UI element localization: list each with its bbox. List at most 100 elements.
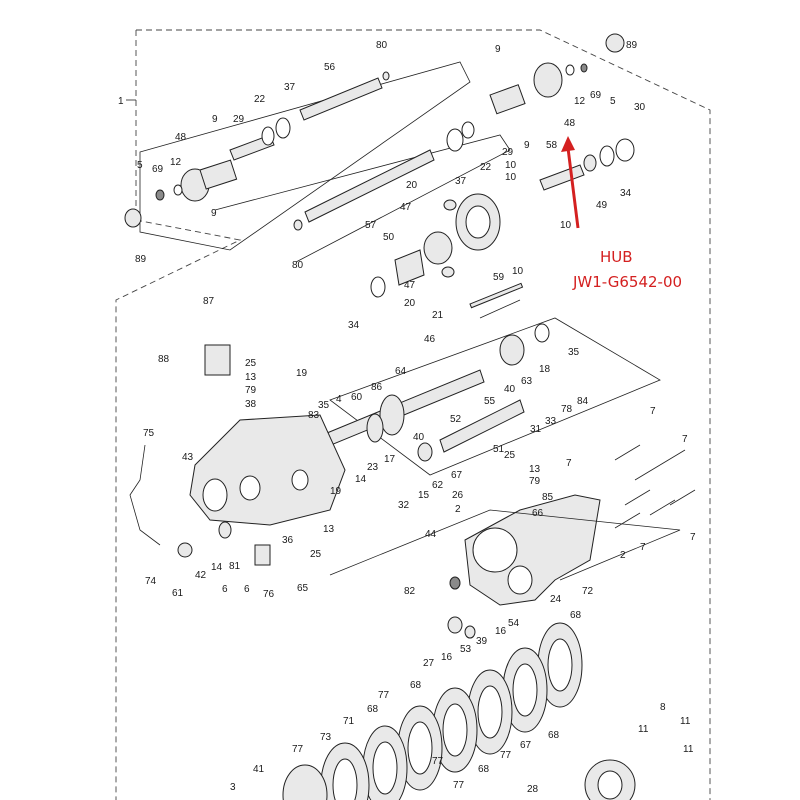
part-number-label-40: 40 <box>413 432 425 443</box>
part-number-label-55: 55 <box>484 396 496 407</box>
differential-assembly <box>370 138 635 298</box>
part-number-label-18: 18 <box>539 364 551 375</box>
part-number-label-9: 9 <box>495 44 501 55</box>
part-number-label-86: 86 <box>371 382 383 393</box>
part-number-label-51: 51 <box>493 444 505 455</box>
part-number-label-16: 16 <box>441 652 453 663</box>
part-number-label-89: 89 <box>135 254 147 265</box>
left-hub-part <box>124 159 238 228</box>
part-number-label-21: 21 <box>432 310 444 321</box>
part-number-label-9: 9 <box>212 114 218 125</box>
part-number-label-66: 66 <box>532 508 544 519</box>
part-number-label-80: 80 <box>376 40 388 51</box>
part-number-label-71: 71 <box>343 716 355 727</box>
part-number-label-34: 34 <box>620 188 632 199</box>
part-number-label-10: 10 <box>560 220 572 231</box>
part-number-label-85: 85 <box>542 492 554 503</box>
part-number-label-23: 23 <box>367 462 379 473</box>
part-number-label-27: 27 <box>423 658 435 669</box>
part-number-label-69: 69 <box>590 90 602 101</box>
part-number-label-22: 22 <box>254 94 266 105</box>
part-number-label-77: 77 <box>378 690 390 701</box>
gear-shafts <box>309 282 550 462</box>
part-number-label-58: 58 <box>546 140 558 151</box>
part-number-label-36: 36 <box>282 535 294 546</box>
part-number-label-5: 5 <box>137 160 143 171</box>
part-number-label-62: 62 <box>432 480 444 491</box>
part-number-label-10: 10 <box>512 266 524 277</box>
part-number-label-47: 47 <box>400 202 412 213</box>
part-number-label-68: 68 <box>570 610 582 621</box>
part-number-label-54: 54 <box>508 618 520 629</box>
part-number-label-37: 37 <box>284 82 296 93</box>
part-number-label-82: 82 <box>404 586 416 597</box>
part-number-label-10: 10 <box>505 160 517 171</box>
part-number-label-19: 19 <box>296 368 308 379</box>
part-number-label-48: 48 <box>564 118 576 129</box>
part-number-label-48: 48 <box>175 132 187 143</box>
part-number-label-2: 2 <box>620 550 626 561</box>
gear-shaft-plate <box>329 317 661 476</box>
part-number-label-32: 32 <box>398 500 410 511</box>
part-number-label-33: 33 <box>545 416 557 427</box>
part-number-label-13: 13 <box>245 372 257 383</box>
part-number-label-13: 13 <box>529 464 541 475</box>
part-number-label-20: 20 <box>406 180 418 191</box>
part-number-label-40: 40 <box>504 384 516 395</box>
part-number-label-79: 79 <box>529 476 541 487</box>
group-label: 1 <box>118 96 124 107</box>
part-number-label-79: 79 <box>245 385 257 396</box>
part-number-label-31: 31 <box>530 424 542 435</box>
part-number-label-73: 73 <box>320 732 332 743</box>
part-number-label-25: 25 <box>245 358 257 369</box>
part-number-label-12: 12 <box>574 96 586 107</box>
part-number-label-76: 76 <box>263 589 275 600</box>
part-number-label-11: 11 <box>683 744 694 755</box>
part-number-label-77: 77 <box>500 750 512 761</box>
hub-callout-part-number: JW1-G6542-00 <box>572 273 682 291</box>
part-number-label-46: 46 <box>424 334 436 345</box>
part-number-label-13: 13 <box>323 524 335 535</box>
part-number-label-29: 29 <box>502 147 514 158</box>
part-number-label-57: 57 <box>365 220 377 231</box>
part-number-label-77: 77 <box>453 780 465 791</box>
part-number-label-2: 2 <box>455 504 461 515</box>
part-number-label-68: 68 <box>548 730 560 741</box>
part-number-label-14: 14 <box>355 474 367 485</box>
part-number-label-87: 87 <box>203 296 215 307</box>
axle-shaft-56 <box>229 71 390 161</box>
transmission-case-right <box>329 494 681 639</box>
part-number-label-47: 47 <box>404 280 416 291</box>
part-number-label-22: 22 <box>480 162 492 173</box>
part-number-label-12: 12 <box>170 157 182 168</box>
part-number-label-67: 67 <box>520 740 532 751</box>
part-number-label-25: 25 <box>504 450 516 461</box>
part-number-label-56: 56 <box>324 62 336 73</box>
axle-shaft-57 <box>293 149 435 231</box>
part-number-label-72: 72 <box>582 586 594 597</box>
part-number-label-44: 44 <box>425 529 437 540</box>
part-number-label-77: 77 <box>432 756 444 767</box>
part-number-label-67: 67 <box>451 470 463 481</box>
part-number-label-59: 59 <box>493 272 505 283</box>
part-number-label-3: 3 <box>230 782 236 793</box>
part-number-label-63: 63 <box>521 376 533 387</box>
part-number-label-6: 6 <box>244 584 250 595</box>
part-number-label-24: 24 <box>550 594 562 605</box>
part-number-label-35: 35 <box>318 400 330 411</box>
part-number-label-30: 30 <box>634 102 646 113</box>
part-number-label-11: 11 <box>680 716 691 727</box>
part-number-label-68: 68 <box>367 704 379 715</box>
part-number-label-37: 37 <box>455 176 467 187</box>
part-number-label-34: 34 <box>348 320 360 331</box>
part-number-label-64: 64 <box>395 366 407 377</box>
part-number-label-61: 61 <box>172 588 184 599</box>
part-number-label-15: 15 <box>418 490 430 501</box>
part-number-label-14: 14 <box>211 562 223 573</box>
hub-callout-title: HUB <box>600 248 633 266</box>
part-number-label-5: 5 <box>610 96 616 107</box>
part-number-label-89: 89 <box>626 40 638 51</box>
part-number-label-29: 29 <box>233 114 245 125</box>
